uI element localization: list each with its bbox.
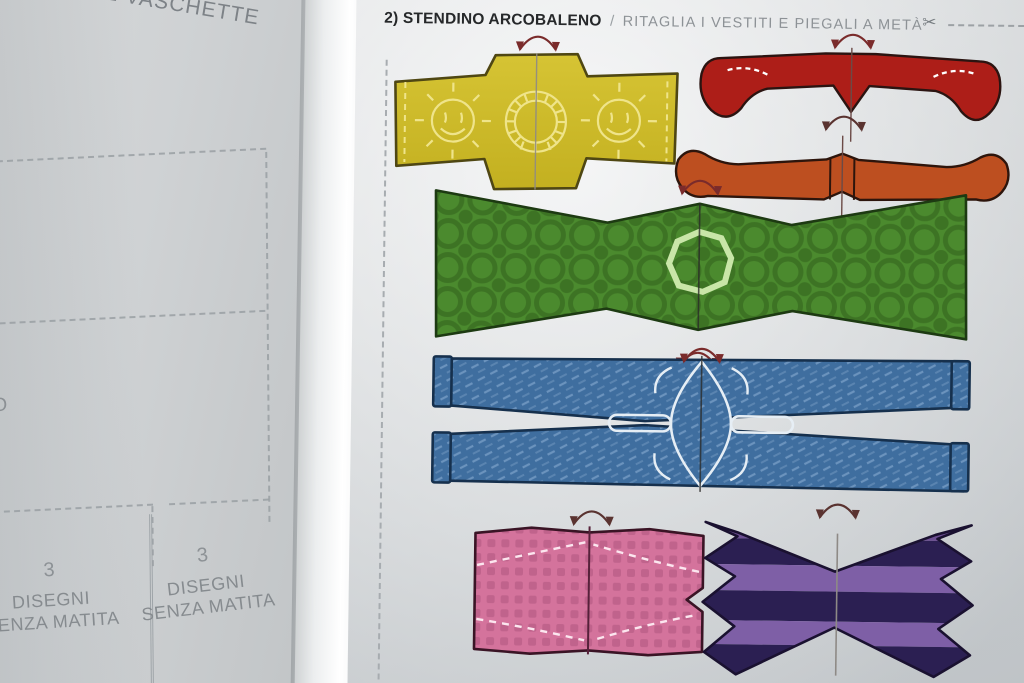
fold-arrow-icon: [678, 179, 723, 197]
garment-purple-top[interactable]: [693, 503, 985, 683]
fold-arrow-icon: [821, 115, 866, 132]
garment-orange-trousers[interactable]: [672, 115, 1013, 227]
fold-arrow-icon: [515, 35, 560, 52]
garment-red-trousers[interactable]: [685, 33, 1016, 153]
fold-arrow-icon: [815, 503, 860, 520]
fold-arrow-icon: [830, 33, 875, 51]
garment-blue-trousers[interactable]: [430, 347, 972, 499]
garment-pink-skirt[interactable]: [470, 510, 712, 658]
garment-yellow-shirt[interactable]: [390, 35, 682, 202]
fold-arrow-icon: [569, 510, 614, 527]
garment-green-dress[interactable]: [430, 179, 972, 369]
garment-cutouts: [347, 0, 1024, 683]
right-page: 2) STENDINO ARCOBALENO / RITAGLIA I VEST…: [347, 0, 1024, 683]
fold-arrow-icon: [679, 347, 724, 365]
left-page-mid-text: ENO: [0, 394, 9, 418]
left-column-1: 3 DISEGNI SENZA MATITA: [0, 553, 133, 639]
